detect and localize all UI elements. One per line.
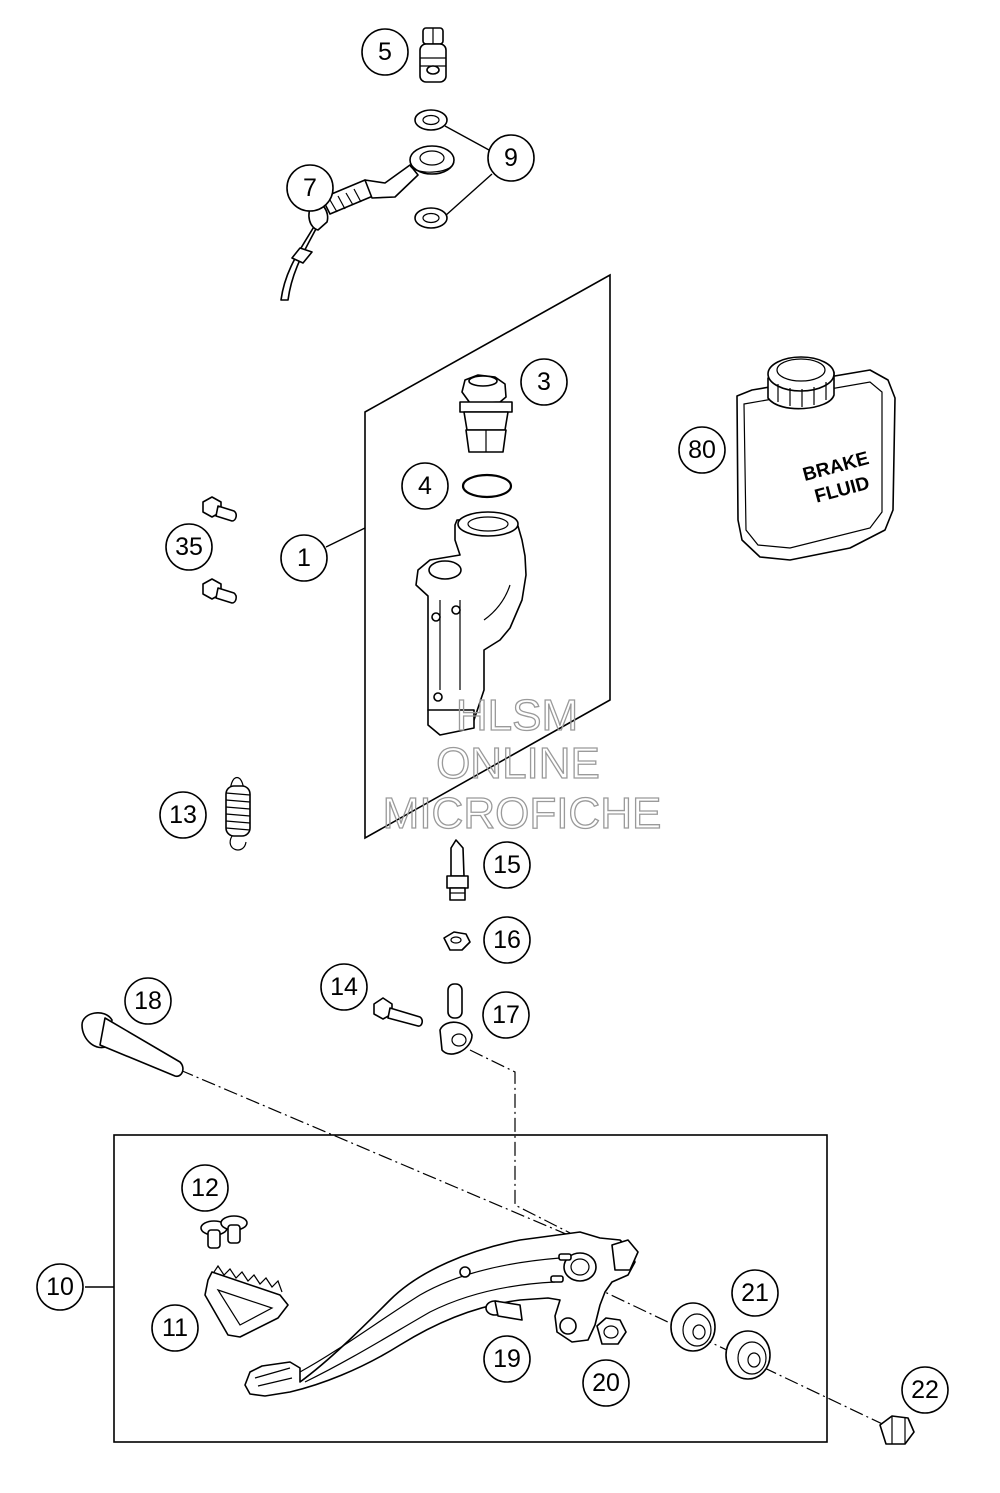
return-spring-part <box>225 777 251 851</box>
master-cylinder-kit-frame <box>364 273 611 840</box>
callout-label: 3 <box>537 368 551 396</box>
fork-head-part <box>439 983 473 1055</box>
callout-20[interactable]: 20 <box>582 1359 630 1407</box>
callout-21[interactable]: 21 <box>731 1269 779 1317</box>
callout-3[interactable]: 3 <box>520 358 568 406</box>
callout-80[interactable]: 80 <box>678 426 726 474</box>
callout-13[interactable]: 13 <box>159 791 207 839</box>
reservoir-fitting-part <box>459 374 513 453</box>
callout-label: 5 <box>378 38 392 66</box>
sealing-washers-part <box>414 109 448 229</box>
callout-19[interactable]: 19 <box>483 1335 531 1383</box>
callout-10[interactable]: 10 <box>36 1263 84 1311</box>
brake-pedal-kit-frame <box>113 1134 828 1443</box>
callout-12[interactable]: 12 <box>181 1164 229 1212</box>
callout-label: 20 <box>592 1369 620 1397</box>
step-plate-part <box>204 1264 289 1338</box>
sleeve-part <box>485 1300 523 1321</box>
callout-9[interactable]: 9 <box>487 134 535 182</box>
callout-label: 15 <box>493 851 521 879</box>
bearings-part <box>670 1302 771 1380</box>
callout-label: 12 <box>191 1174 219 1202</box>
hex-nut-part <box>443 931 471 951</box>
callout-label: 1 <box>297 544 311 572</box>
callout-label: 21 <box>741 1279 769 1307</box>
brake-pedal-part <box>244 1231 639 1397</box>
bushing-part <box>596 1317 627 1345</box>
collar-screw-part <box>373 997 423 1027</box>
callout-7[interactable]: 7 <box>286 164 334 212</box>
callout-label: 9 <box>504 144 518 172</box>
watermark: HLSM ONLINE MICROFICHE <box>382 690 662 838</box>
banjo-bolt-part <box>419 27 447 83</box>
callout-15[interactable]: 15 <box>483 841 531 889</box>
callout-label: 17 <box>492 1001 520 1029</box>
callout-label: 4 <box>418 472 432 500</box>
callout-14[interactable]: 14 <box>320 963 368 1011</box>
screws-part <box>202 496 237 604</box>
callout-17[interactable]: 17 <box>482 991 530 1039</box>
callout-18[interactable]: 18 <box>124 977 172 1025</box>
push-rod-part <box>446 839 469 901</box>
callout-label: 16 <box>493 926 521 954</box>
callout-label: 7 <box>303 174 317 202</box>
callout-label: 18 <box>134 987 162 1015</box>
watermark-line1: HLSM <box>456 691 578 740</box>
callout-label: 11 <box>162 1314 188 1342</box>
callout-1[interactable]: 1 <box>280 534 328 582</box>
callout-11[interactable]: 11 <box>151 1304 199 1352</box>
o-ring-part <box>461 473 513 499</box>
leader-lines <box>85 125 493 1288</box>
callout-label: 35 <box>175 533 203 561</box>
long-screw-part <box>81 1012 184 1078</box>
brake-fluid-part: BRAKE FLUID <box>736 356 896 561</box>
callout-label: 19 <box>493 1345 521 1373</box>
callout-5[interactable]: 5 <box>361 28 409 76</box>
rivets-part <box>200 1215 248 1249</box>
callout-label: 13 <box>169 801 197 829</box>
callout-label: 14 <box>330 973 358 1001</box>
callout-16[interactable]: 16 <box>483 916 531 964</box>
callout-label: 22 <box>911 1376 939 1404</box>
master-cylinder-part <box>415 511 527 736</box>
callout-label: 10 <box>46 1273 74 1301</box>
callout-label: 80 <box>688 436 716 464</box>
watermark-line3: MICROFICHE <box>383 789 662 838</box>
callout-22[interactable]: 22 <box>901 1366 949 1414</box>
brake-line-part <box>280 145 455 301</box>
collar-nut-part <box>879 1415 915 1445</box>
callout-35[interactable]: 35 <box>165 523 213 571</box>
watermark-line2: ONLINE <box>436 739 600 788</box>
callout-4[interactable]: 4 <box>401 462 449 510</box>
